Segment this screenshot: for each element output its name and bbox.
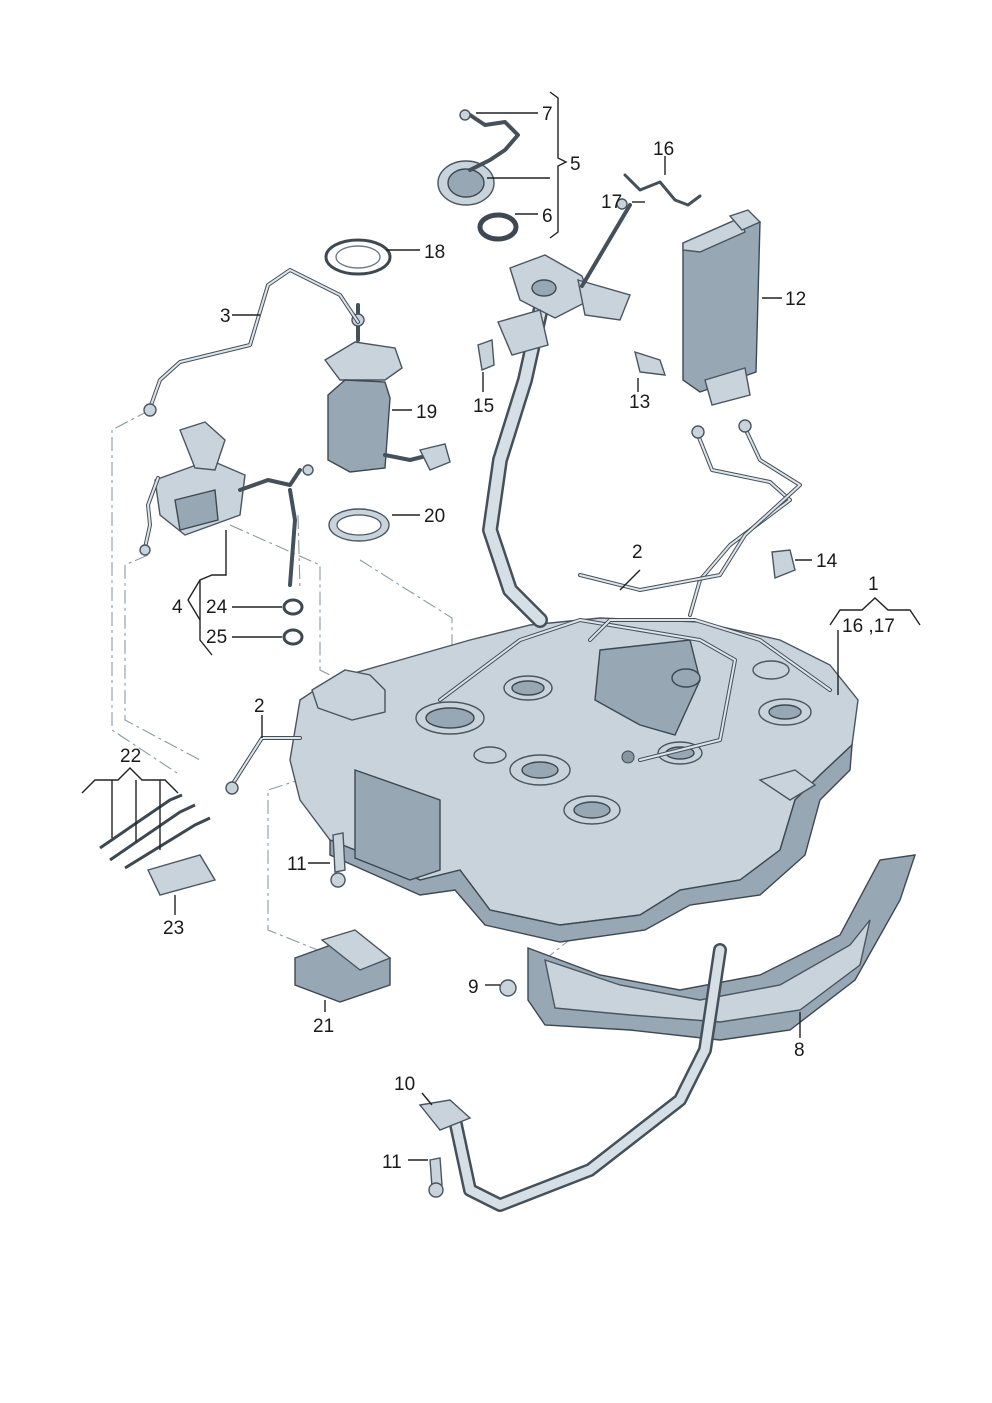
fuel-line-3 (143, 268, 360, 417)
callout-6: 6 (542, 206, 553, 227)
fasteners (330, 339, 796, 1198)
callout-2-top: 2 (632, 542, 643, 563)
callout-23: 23 (163, 918, 184, 939)
filler-cap (437, 109, 520, 242)
callout-14: 14 (816, 551, 838, 572)
callout-20: 20 (424, 506, 445, 527)
callout-5: 5 (570, 154, 581, 175)
callout-16: 16 (653, 139, 674, 160)
filler-neck (482, 203, 632, 628)
callout-17: 17 (601, 192, 622, 213)
callout-8: 8 (794, 1040, 805, 1061)
callout-18: 18 (424, 242, 445, 263)
callout-13: 13 (629, 392, 650, 413)
callout-19: 19 (416, 402, 437, 423)
callout-3: 3 (220, 306, 231, 327)
callout-15: 15 (473, 396, 494, 417)
carbon-canister (578, 209, 802, 617)
leaders (81, 91, 921, 1161)
callout-9: 9 (468, 977, 479, 998)
callout-12: 12 (785, 289, 806, 310)
fuel-pump (323, 238, 451, 542)
callout-11-bottom: 11 (382, 1152, 402, 1173)
clamps (282, 598, 304, 646)
callout-11-top: 11 (287, 854, 307, 875)
fuel-tank (289, 617, 859, 943)
heat-shield (527, 854, 917, 1041)
callout-labels: 7 5 6 16 17 18 12 3 15 13 19 20 2 14 1 1… (120, 104, 895, 1173)
valve-unit-4 (139, 421, 314, 587)
callout-25: 25 (206, 627, 227, 648)
callout-16-17: 16 ,17 (842, 616, 895, 637)
vent-wire-16 (616, 173, 702, 210)
callout-10: 10 (394, 1074, 415, 1095)
callout-7: 7 (542, 104, 553, 125)
callout-1: 1 (868, 574, 879, 595)
callout-21: 21 (313, 1016, 334, 1037)
tank-strap (418, 943, 727, 1212)
callout-24: 24 (206, 597, 228, 618)
callout-4: 4 (172, 597, 183, 618)
callout-22: 22 (120, 746, 141, 767)
callout-2-left: 2 (254, 696, 265, 717)
